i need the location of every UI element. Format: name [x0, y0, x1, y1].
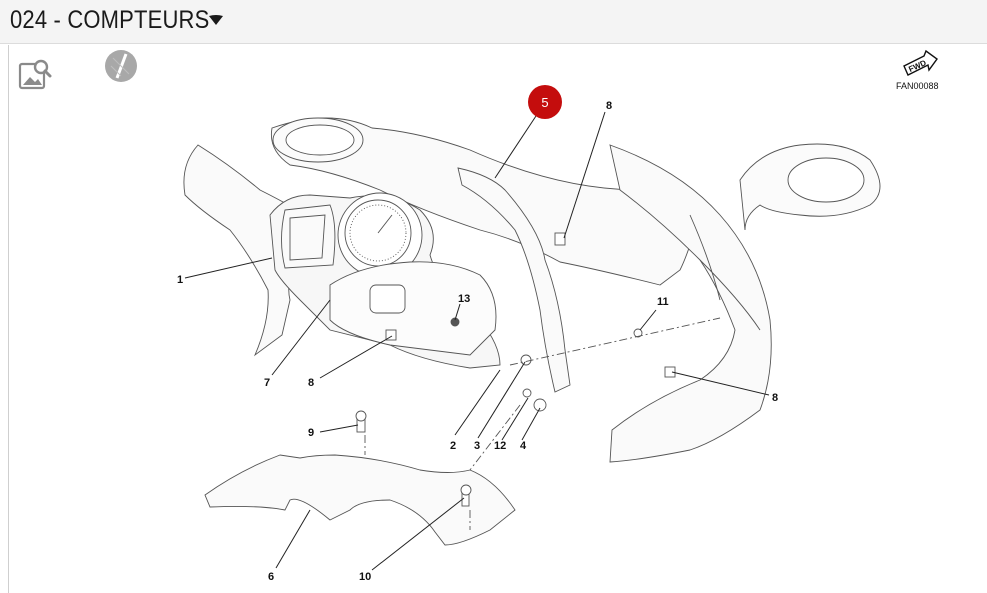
callout-8-left[interactable]: 8: [308, 377, 314, 389]
callout-1[interactable]: 1: [177, 274, 183, 286]
callout-13[interactable]: 13: [458, 293, 470, 305]
callout-3[interactable]: 3: [474, 440, 480, 452]
fwd-arrow-icon: FWD: [903, 49, 938, 76]
callout-12[interactable]: 12: [494, 440, 506, 452]
selected-part-label: 5: [541, 95, 548, 110]
fairing-drawing: [183, 117, 881, 546]
figure-code: FAN00088: [896, 81, 939, 91]
callout-2[interactable]: 2: [450, 440, 456, 452]
callout-11[interactable]: 11: [657, 296, 669, 308]
callout-4[interactable]: 4: [520, 440, 527, 452]
callout-8-right[interactable]: 8: [772, 392, 778, 404]
page-title: 024 - COMPTEURS: [10, 6, 210, 34]
callout-8-top[interactable]: 8: [606, 100, 612, 112]
callout-6[interactable]: 6: [268, 571, 274, 583]
callout-leader-lines: [184, 111, 770, 571]
callout-10[interactable]: 10: [359, 571, 371, 583]
selected-part-badge[interactable]: 5: [528, 85, 562, 119]
image-search-icon[interactable]: [18, 58, 52, 90]
callout-7[interactable]: 7: [264, 377, 270, 389]
edit-pencil-icon[interactable]: [103, 48, 139, 84]
callout-labels: 1 7 8 13 8 11 8 9 2 3 12 4 6 10: [177, 100, 778, 583]
callout-9[interactable]: 9: [308, 427, 314, 439]
page-header: 024 - COMPTEURS: [0, 0, 987, 44]
caret-down-icon[interactable]: [208, 12, 224, 28]
